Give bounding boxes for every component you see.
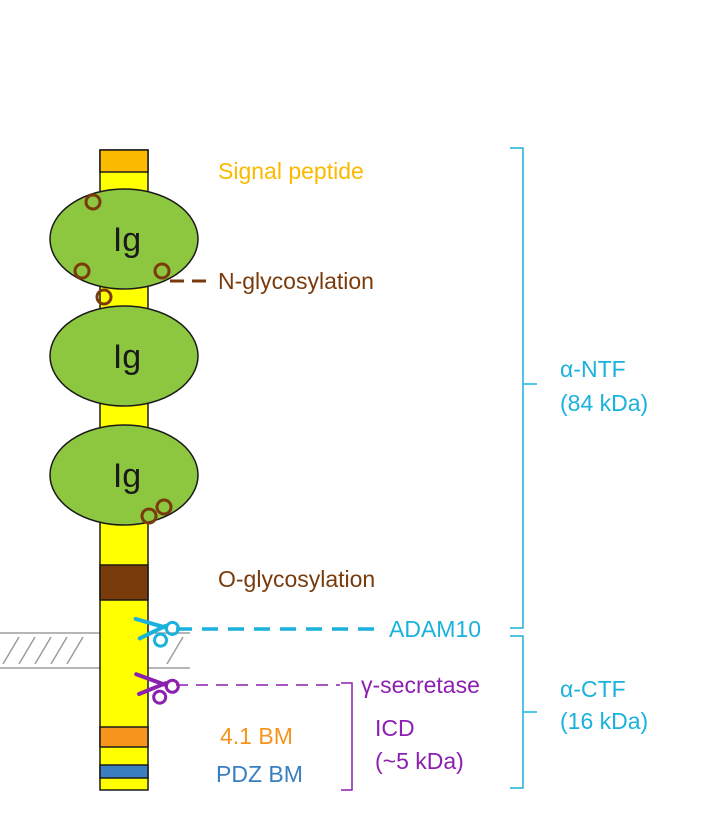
icd-bracket <box>341 682 353 791</box>
cell-membrane <box>0 632 190 669</box>
band41-binding-motif-segment <box>99 726 149 748</box>
gamma-secretase-scissors-icon <box>134 672 180 705</box>
glycosylation-site <box>155 498 173 516</box>
alpha-ntf-bracket <box>510 147 524 629</box>
icd-label-line2: (~5 kDa) <box>375 748 464 774</box>
ig-domain-3: Ig <box>49 424 199 526</box>
ig-domain-3-label: Ig <box>113 457 141 495</box>
o-glycosylation-label: O-glycosylation <box>218 566 375 592</box>
icd-label-line1: ICD <box>375 715 415 741</box>
pdz-binding-motif-segment <box>99 764 149 779</box>
gamma-secretase-label: γ-secretase <box>361 672 480 698</box>
glycosylation-site <box>73 262 91 280</box>
membrane-hatching <box>2 636 184 665</box>
signal-peptide-segment <box>99 149 149 173</box>
pdz-bm-label: PDZ BM <box>216 761 303 787</box>
glycosylation-site <box>95 288 113 306</box>
glycosylation-site <box>84 193 102 211</box>
adam10-scissors-icon <box>133 616 180 648</box>
band41-bm-label: 4.1 BM <box>220 723 293 749</box>
ig-domain-2: Ig <box>49 305 199 407</box>
alpha-ntf-label-line1: α-NTF <box>560 356 626 382</box>
n-glycosylation-sites <box>73 193 173 525</box>
alpha-ctf-bracket <box>510 635 524 789</box>
n-glycosylation-label: N-glycosylation <box>218 268 374 294</box>
glycosylation-site <box>153 262 171 280</box>
glycosylation-site <box>140 507 158 525</box>
alpha-ctf-label-line2: (16 kDa) <box>560 708 648 734</box>
alpha-ntf-label-line2: (84 kDa) <box>560 390 648 416</box>
adam10-label: ADAM10 <box>389 616 481 642</box>
ig-domain-2-ellipse <box>49 305 199 407</box>
signal-peptide-label: Signal peptide <box>218 158 364 184</box>
alpha-ctf-label-line1: α-CTF <box>560 676 626 702</box>
ig-domain-1: Ig <box>49 188 199 290</box>
ig-domain-1-label: Ig <box>113 221 141 259</box>
o-glycosylation-segment <box>99 564 149 601</box>
ig-domain-2-label: Ig <box>113 338 141 376</box>
